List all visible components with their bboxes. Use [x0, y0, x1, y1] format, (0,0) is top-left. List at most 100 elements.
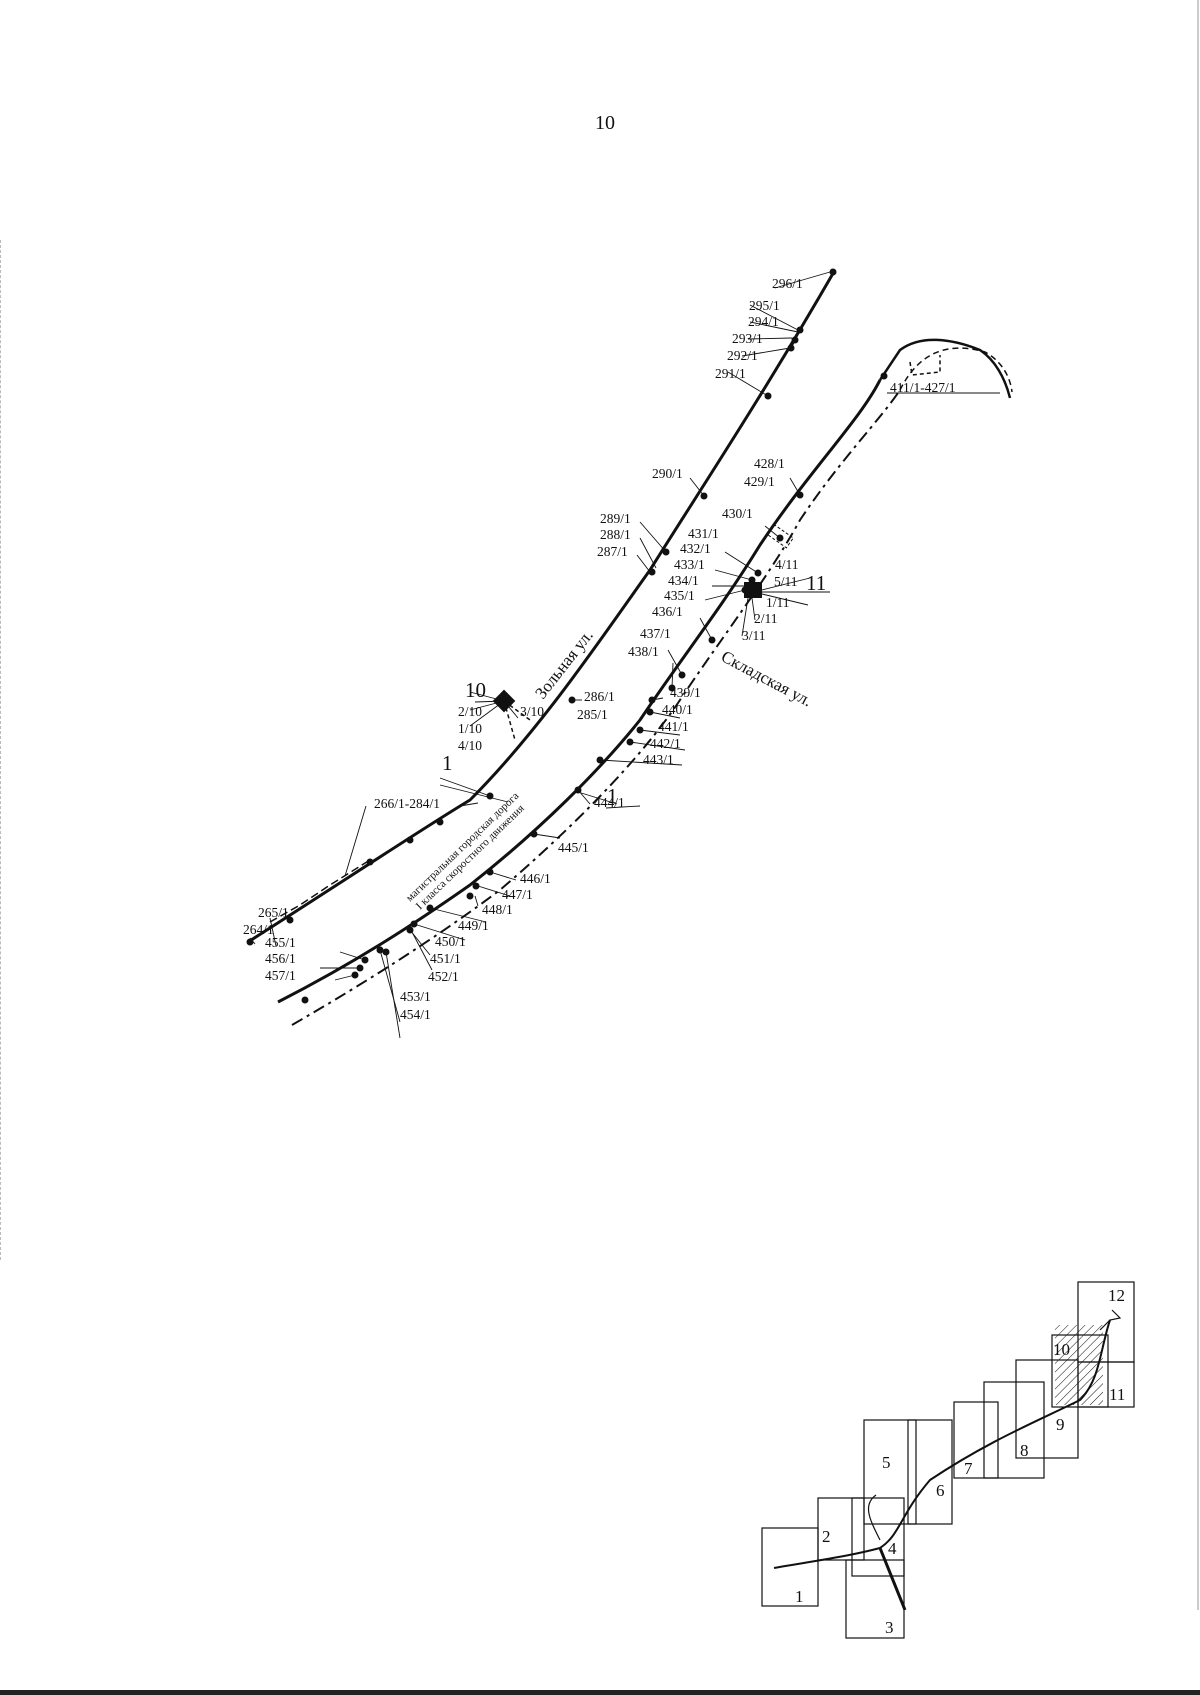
lower-power-line	[277, 338, 1012, 1004]
pole-dot	[366, 858, 374, 866]
label-293-1: 293/1	[732, 331, 763, 346]
pole-dot	[678, 671, 686, 679]
pole-dot	[662, 548, 670, 556]
label-265-1: 265/1	[258, 905, 289, 920]
pole-dot	[472, 882, 480, 890]
sub10-point-4: 4/10	[458, 738, 482, 753]
sheet-5: 5	[882, 1453, 891, 1472]
pole-dot	[376, 946, 384, 954]
sub10-point-3: 3/10	[520, 704, 544, 719]
label-439-1: 439/1	[670, 685, 701, 700]
pole-dot	[286, 916, 294, 924]
right-scan-edge	[1194, 0, 1199, 1610]
label-449-1: 449/1	[458, 918, 489, 933]
dashed-power-line	[291, 347, 1013, 1026]
label-266-284: 266/1-284/1	[374, 796, 440, 811]
label-448-1: 448/1	[482, 902, 513, 917]
label-294-1: 294/1	[748, 314, 779, 329]
pole-dot	[748, 576, 756, 584]
label-454-1: 454/1	[400, 1007, 431, 1022]
pole-dot	[426, 904, 434, 912]
pole-dot	[764, 392, 772, 400]
upper-leaders	[249, 271, 831, 947]
label-456-1: 456/1	[265, 951, 296, 966]
pole-dot	[246, 938, 254, 946]
sheet-12: 12	[1108, 1286, 1125, 1305]
index-map-labels: 1 2 3 4 5 6 7 8 9 10 11 12	[795, 1286, 1125, 1637]
label-453-1: 453/1	[400, 989, 431, 1004]
label-428-1: 428/1	[754, 456, 785, 471]
label-289-1: 289/1	[600, 511, 631, 526]
pole-dot	[486, 868, 494, 876]
label-434-1: 434/1	[668, 573, 699, 588]
substation-11-name: 11	[806, 571, 826, 595]
pole-dot	[668, 684, 676, 692]
pole-dot	[791, 336, 799, 344]
pole-dot	[301, 996, 309, 1004]
pole-dot	[796, 491, 804, 499]
line-number-upper: 1	[442, 751, 453, 775]
pole-dot	[530, 830, 538, 838]
lower-line-poles	[301, 372, 888, 1004]
pole-dot	[646, 708, 654, 716]
upper-line-poles	[246, 268, 837, 946]
label-442-1: 442/1	[650, 736, 681, 751]
pole-dot	[741, 586, 749, 594]
label-292-1: 292/1	[727, 348, 758, 363]
pole-dot	[574, 786, 582, 794]
pole-dot	[776, 534, 784, 542]
sub11-point-1: 1/11	[766, 595, 790, 610]
pole-dot	[796, 326, 804, 334]
pole-dot	[829, 268, 837, 276]
label-438-1: 438/1	[628, 644, 659, 659]
label-446-1: 446/1	[520, 871, 551, 886]
label-451-1: 451/1	[430, 951, 461, 966]
label-437-1: 437/1	[640, 626, 671, 641]
pole-dot	[648, 568, 656, 576]
sheet-10: 10	[1053, 1340, 1070, 1359]
pole-dot	[382, 948, 390, 956]
left-scan-edge	[0, 240, 4, 1260]
label-435-1: 435/1	[664, 588, 695, 603]
label-444-1: 444/1	[594, 795, 625, 810]
label-432-1: 432/1	[680, 541, 711, 556]
sub11-point-4: 4/11	[775, 557, 799, 572]
pole-dot	[648, 696, 656, 704]
pole-dot	[486, 792, 494, 800]
pole-dot	[351, 971, 359, 979]
pole-dot	[700, 492, 708, 500]
pole-dot	[626, 738, 634, 746]
label-433-1: 433/1	[674, 557, 705, 572]
pole-dot	[361, 956, 369, 964]
street-skladskaya: Складская ул.	[718, 647, 815, 711]
label-436-1: 436/1	[652, 604, 683, 619]
pole-dot	[356, 964, 364, 972]
sheet-6: 6	[936, 1481, 945, 1500]
label-440-1: 440/1	[662, 702, 693, 717]
pole-dot	[410, 920, 418, 928]
bottom-scan-edge	[0, 1690, 1200, 1695]
label-443-1: 443/1	[643, 752, 674, 767]
label-296-1: 296/1	[772, 276, 803, 291]
sub10-point-1: 1/10	[458, 721, 482, 736]
lower-line-labels: 411/1-427/1 428/1 429/1 430/1 431/1 432/…	[265, 380, 956, 1022]
sheet-8: 8	[1020, 1441, 1029, 1460]
pole-dot	[787, 344, 795, 352]
label-450-1: 450/1	[435, 934, 466, 949]
index-map	[761, 1281, 1135, 1639]
label-295-1: 295/1	[749, 298, 780, 313]
substation-10-name: 10	[465, 678, 486, 702]
pole-dot	[568, 696, 576, 704]
label-445-1: 445/1	[558, 840, 589, 855]
sheet-7: 7	[964, 1459, 973, 1478]
upper-line-labels: 296/1 295/1 294/1 293/1 292/1 291/1 290/…	[243, 276, 803, 937]
lower-leaders	[320, 392, 1000, 1039]
pole-dot	[466, 892, 474, 900]
label-291-1: 291/1	[715, 366, 746, 381]
label-429-1: 429/1	[744, 474, 775, 489]
pole-dot	[406, 836, 414, 844]
label-285-1: 285/1	[577, 707, 608, 722]
sub10-point-2: 2/10	[458, 704, 482, 719]
